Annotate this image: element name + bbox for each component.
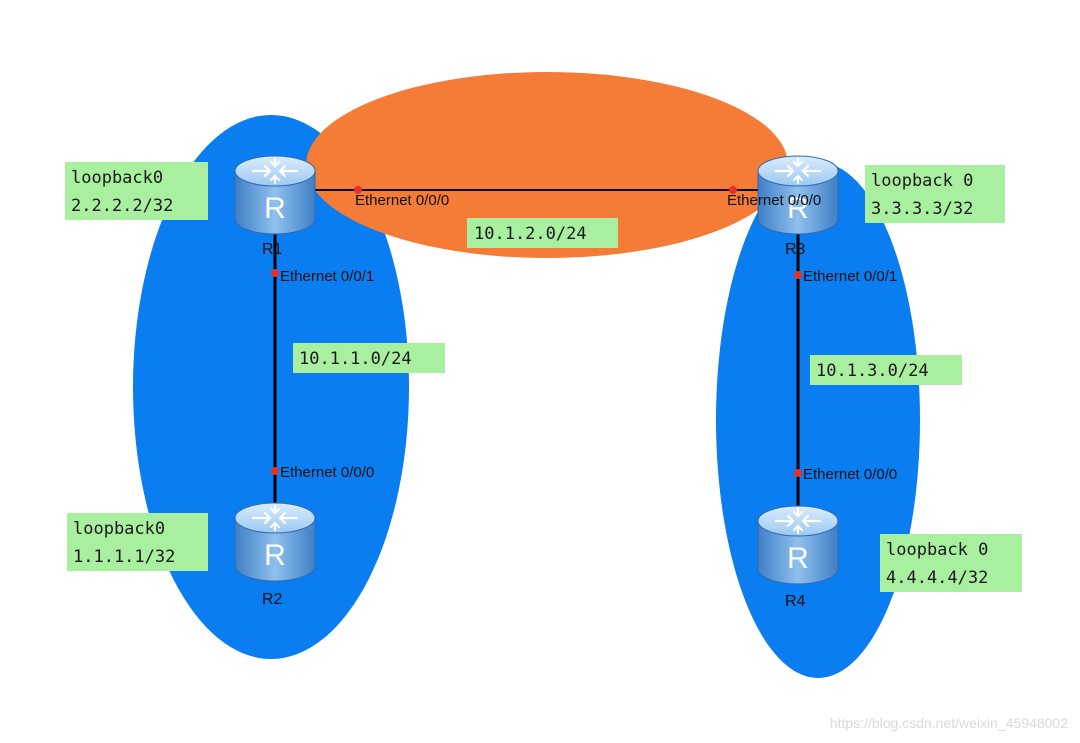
loopback-label-r4: loopback 0 4.4.4.4/32 [880,534,1022,592]
router-r1-icon[interactable]: R [233,154,317,236]
network-label-r3-r4-text: 10.1.3.0/24 [816,361,929,381]
interface-dot-r3-e000 [729,186,737,194]
router-r3-letter: R [787,192,809,225]
router-r4-icon[interactable]: R [756,504,840,586]
watermark: https://blog.csdn.net/weixin_45948002 [830,715,1068,731]
network-label-r1-r3: 10.1.2.0/24 [467,218,618,248]
router-r1-letter: R [264,192,286,225]
interface-dot-r1-e001 [271,269,279,277]
router-r3-icon[interactable]: R [756,154,840,236]
interface-dot-r3-e001 [794,271,802,279]
loopback-label-r3: loopback 0 3.3.3.3/32 [865,165,1005,223]
network-label-r3-r4: 10.1.3.0/24 [810,355,962,385]
interface-label-r4-e000: Ethernet 0/0/0 [803,466,897,483]
interface-dot-r4-e000 [794,469,802,477]
loopback-r1-ip: 2.2.2.2/32 [71,196,173,216]
router-r2-name: R2 [262,591,283,608]
interface-dot-r1-e000 [354,186,362,194]
network-label-r1-r2: 10.1.1.0/24 [293,343,445,373]
router-r1-name: R1 [262,241,283,258]
interface-label-r3-e001: Ethernet 0/0/1 [803,268,897,285]
interface-label-r1-e001: Ethernet 0/0/1 [280,268,374,285]
interface-label-r2-e000: Ethernet 0/0/0 [280,464,374,481]
network-label-r1-r3-text: 10.1.2.0/24 [474,224,587,244]
loopback-r1-name: loopback0 [71,168,163,188]
router-r2-icon[interactable]: R [233,501,317,583]
network-label-r1-r2-text: 10.1.1.0/24 [299,349,412,369]
interface-label-r1-e000: Ethernet 0/0/0 [355,192,449,209]
router-r2-letter: R [264,539,286,572]
router-r4-name: R4 [785,593,806,610]
interface-label-r3-e000: Ethernet 0/0/0 [727,192,821,209]
loopback-r2-name: loopback0 [73,519,165,539]
loopback-label-r2: loopback0 1.1.1.1/32 [67,513,208,571]
loopback-r2-ip: 1.1.1.1/32 [73,547,175,567]
interface-dot-r2-e000 [271,467,279,475]
loopback-r4-ip: 4.4.4.4/32 [886,568,988,588]
loopback-r3-name: loopback 0 [871,171,973,191]
area-backbone-ellipse [306,72,788,258]
loopback-r4-name: loopback 0 [886,540,988,560]
router-r3-name: R3 [785,241,806,258]
area-right-ellipse [716,162,920,678]
loopback-label-r1: loopback0 2.2.2.2/32 [65,162,208,220]
router-r4-letter: R [787,542,809,575]
loopback-r3-ip: 3.3.3.3/32 [871,199,973,219]
